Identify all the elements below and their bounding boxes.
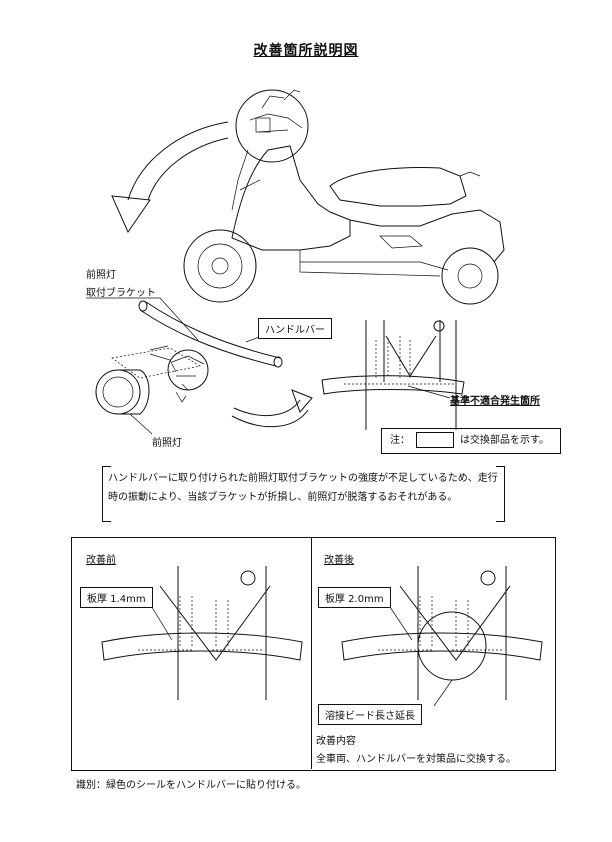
headlight-bracket-label-line1: 前照灯 [86,270,116,281]
legend-box: 注： は交換部品を示す。 [381,428,561,454]
improvement-content-heading: 改善内容 [316,736,356,747]
before-heading: 改善前 [86,555,116,566]
scooter-illustration [183,89,505,305]
defect-location-label: 基準不適合発生箇所 [450,396,540,407]
weld-bead-note: 溶接ビード長さ延長 [318,704,422,725]
replacement-part-swatch [416,432,454,448]
after-thickness-label: 板厚 2.0mm [318,587,391,608]
before-bracket-drawing [101,566,303,700]
headlight-bracket-label-line2: 取付ブラケット [86,288,156,299]
comparison-frame [71,537,556,771]
after-heading: 改善後 [324,555,354,566]
page-title: 改善箇所説明図 [253,43,359,59]
handlebar-label: ハンドルバー [258,318,332,339]
handlebar-detail [86,297,283,435]
identification-note: 識別：緑色のシールをハンドルバーに貼り付ける。 [76,780,306,791]
before-thickness-label: 板厚 1.4mm [80,587,153,608]
improvement-content-text: 全車両、ハンドルバーを対策品に交換する。 [316,754,516,765]
defect-bracket-detail [321,320,465,430]
notice-bracket-right [496,466,505,522]
legend-prefix: 注： [390,435,410,446]
notice-text: ハンドルバーに取り付けられた前照灯取付ブラケットの強度が不足しているため、走行時… [108,473,498,503]
comparison-divider [311,537,312,769]
notice-bracket-left [102,466,111,522]
headlight-label: 前照灯 [152,438,182,449]
legend-suffix: は交換部品を示す。 [460,435,549,446]
after-bracket-drawing [341,566,543,707]
